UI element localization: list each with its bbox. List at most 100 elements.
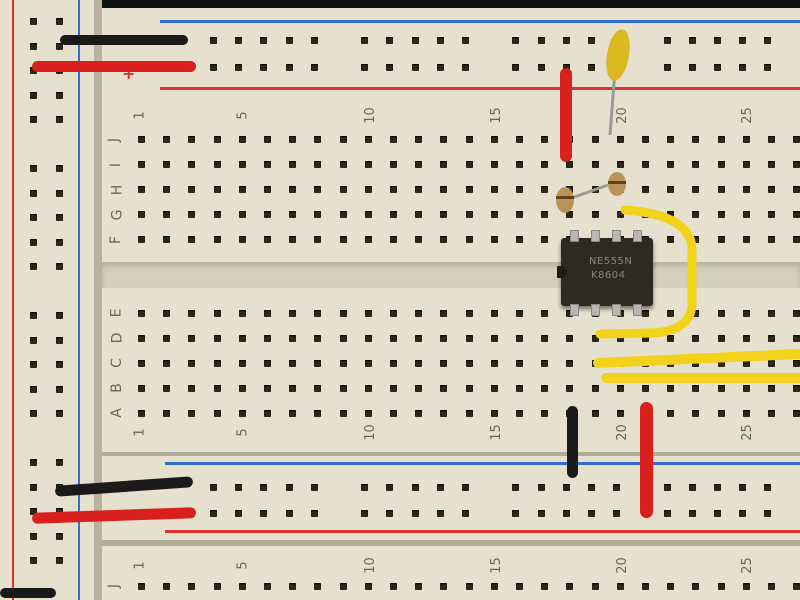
breadboard-hole xyxy=(718,186,725,193)
breadboard-hole xyxy=(365,211,372,218)
breadboard-hole xyxy=(516,385,523,392)
breadboard-hole xyxy=(188,136,195,143)
breadboard-hole xyxy=(541,583,548,590)
breadboard-hole xyxy=(365,136,372,143)
breadboard-hole xyxy=(30,361,37,368)
breadboard-hole xyxy=(667,186,674,193)
breadboard-hole xyxy=(214,583,221,590)
breadboard-hole xyxy=(214,335,221,342)
breadboard-hole xyxy=(462,37,469,44)
breadboard-hole xyxy=(466,335,473,342)
breadboard-hole xyxy=(138,360,145,367)
breadboard-hole xyxy=(264,211,271,218)
breadboard-hole xyxy=(340,385,347,392)
breadboard-hole xyxy=(361,64,368,71)
breadboard-hole xyxy=(516,236,523,243)
breadboard-hole xyxy=(642,385,649,392)
breadboard-hole xyxy=(667,236,674,243)
black-jumper-lower xyxy=(567,406,578,478)
breadboard-hole xyxy=(163,335,170,342)
breadboard-hole xyxy=(239,161,246,168)
breadboard-hole xyxy=(412,64,419,71)
breadboard-hole xyxy=(714,510,721,517)
breadboard-hole xyxy=(386,37,393,44)
breadboard-hole xyxy=(30,18,37,25)
breadboard-hole xyxy=(617,583,624,590)
chip-pin xyxy=(570,304,579,316)
breadboard-hole xyxy=(739,484,746,491)
breadboard-hole xyxy=(512,484,519,491)
breadboard-hole xyxy=(365,583,372,590)
breadboard-hole xyxy=(538,484,545,491)
left-blue-rail-line xyxy=(78,0,80,600)
breadboard-hole xyxy=(440,410,447,417)
breadboard-hole xyxy=(214,136,221,143)
breadboard-hole xyxy=(314,310,321,317)
breadboard-hole xyxy=(30,43,37,50)
breadboard-hole xyxy=(163,136,170,143)
breadboard-hole xyxy=(56,214,63,221)
breadboard-hole xyxy=(692,385,699,392)
breadboard-hole xyxy=(56,165,63,172)
breadboard-hole xyxy=(340,583,347,590)
breadboard-hole xyxy=(415,335,422,342)
breadboard-hole xyxy=(516,583,523,590)
capacitor-lead xyxy=(608,69,617,136)
breadboard-hole xyxy=(743,335,750,342)
breadboard-hole xyxy=(188,186,195,193)
breadboard-hole xyxy=(390,335,397,342)
breadboard-hole xyxy=(764,510,771,517)
breadboard-hole xyxy=(541,211,548,218)
breadboard-hole xyxy=(415,186,422,193)
bottom-gap xyxy=(102,540,800,546)
breadboard-hole xyxy=(163,360,170,367)
breadboard-hole xyxy=(163,161,170,168)
breadboard-hole xyxy=(718,310,725,317)
breadboard-hole xyxy=(289,161,296,168)
breadboard-hole xyxy=(340,136,347,143)
breadboard-hole xyxy=(239,236,246,243)
breadboard-hole xyxy=(692,186,699,193)
breadboard-hole xyxy=(260,484,267,491)
breadboard-hole xyxy=(462,510,469,517)
breadboard-hole xyxy=(365,410,372,417)
breadboard-hole xyxy=(718,583,725,590)
breadboard-hole xyxy=(415,360,422,367)
breadboard-hole xyxy=(617,410,624,417)
breadboard-hole xyxy=(667,335,674,342)
breadboard-hole xyxy=(462,484,469,491)
breadboard-hole xyxy=(163,583,170,590)
breadboard-hole xyxy=(412,484,419,491)
chip-marking-line1: NE555N xyxy=(589,256,633,267)
breadboard-hole xyxy=(30,92,37,99)
breadboard-hole xyxy=(440,136,447,143)
breadboard-hole xyxy=(692,236,699,243)
breadboard-hole xyxy=(491,161,498,168)
breadboard-hole xyxy=(286,510,293,517)
breadboard-hole xyxy=(188,335,195,342)
breadboard-hole xyxy=(289,136,296,143)
breadboard-hole xyxy=(311,64,318,71)
breadboard-hole xyxy=(440,310,447,317)
breadboard-hole xyxy=(163,211,170,218)
breadboard-hole xyxy=(743,410,750,417)
breadboard-hole xyxy=(163,310,170,317)
breadboard-hole xyxy=(541,136,548,143)
breadboard-hole xyxy=(491,236,498,243)
breadboard-hole xyxy=(642,161,649,168)
breadboard-hole xyxy=(512,37,519,44)
breadboard-hole xyxy=(466,583,473,590)
breadboard-hole xyxy=(541,310,548,317)
chip-pin xyxy=(591,230,600,242)
breadboard-hole xyxy=(718,385,725,392)
breadboard-hole xyxy=(163,385,170,392)
breadboard-hole xyxy=(214,385,221,392)
breadboard-hole xyxy=(466,186,473,193)
breadboard-hole xyxy=(437,510,444,517)
breadboard-hole xyxy=(566,161,573,168)
breadboard-hole xyxy=(264,310,271,317)
breadboard-hole xyxy=(466,161,473,168)
breadboard-hole xyxy=(390,211,397,218)
breadboard-hole xyxy=(30,239,37,246)
breadboard-hole xyxy=(692,161,699,168)
